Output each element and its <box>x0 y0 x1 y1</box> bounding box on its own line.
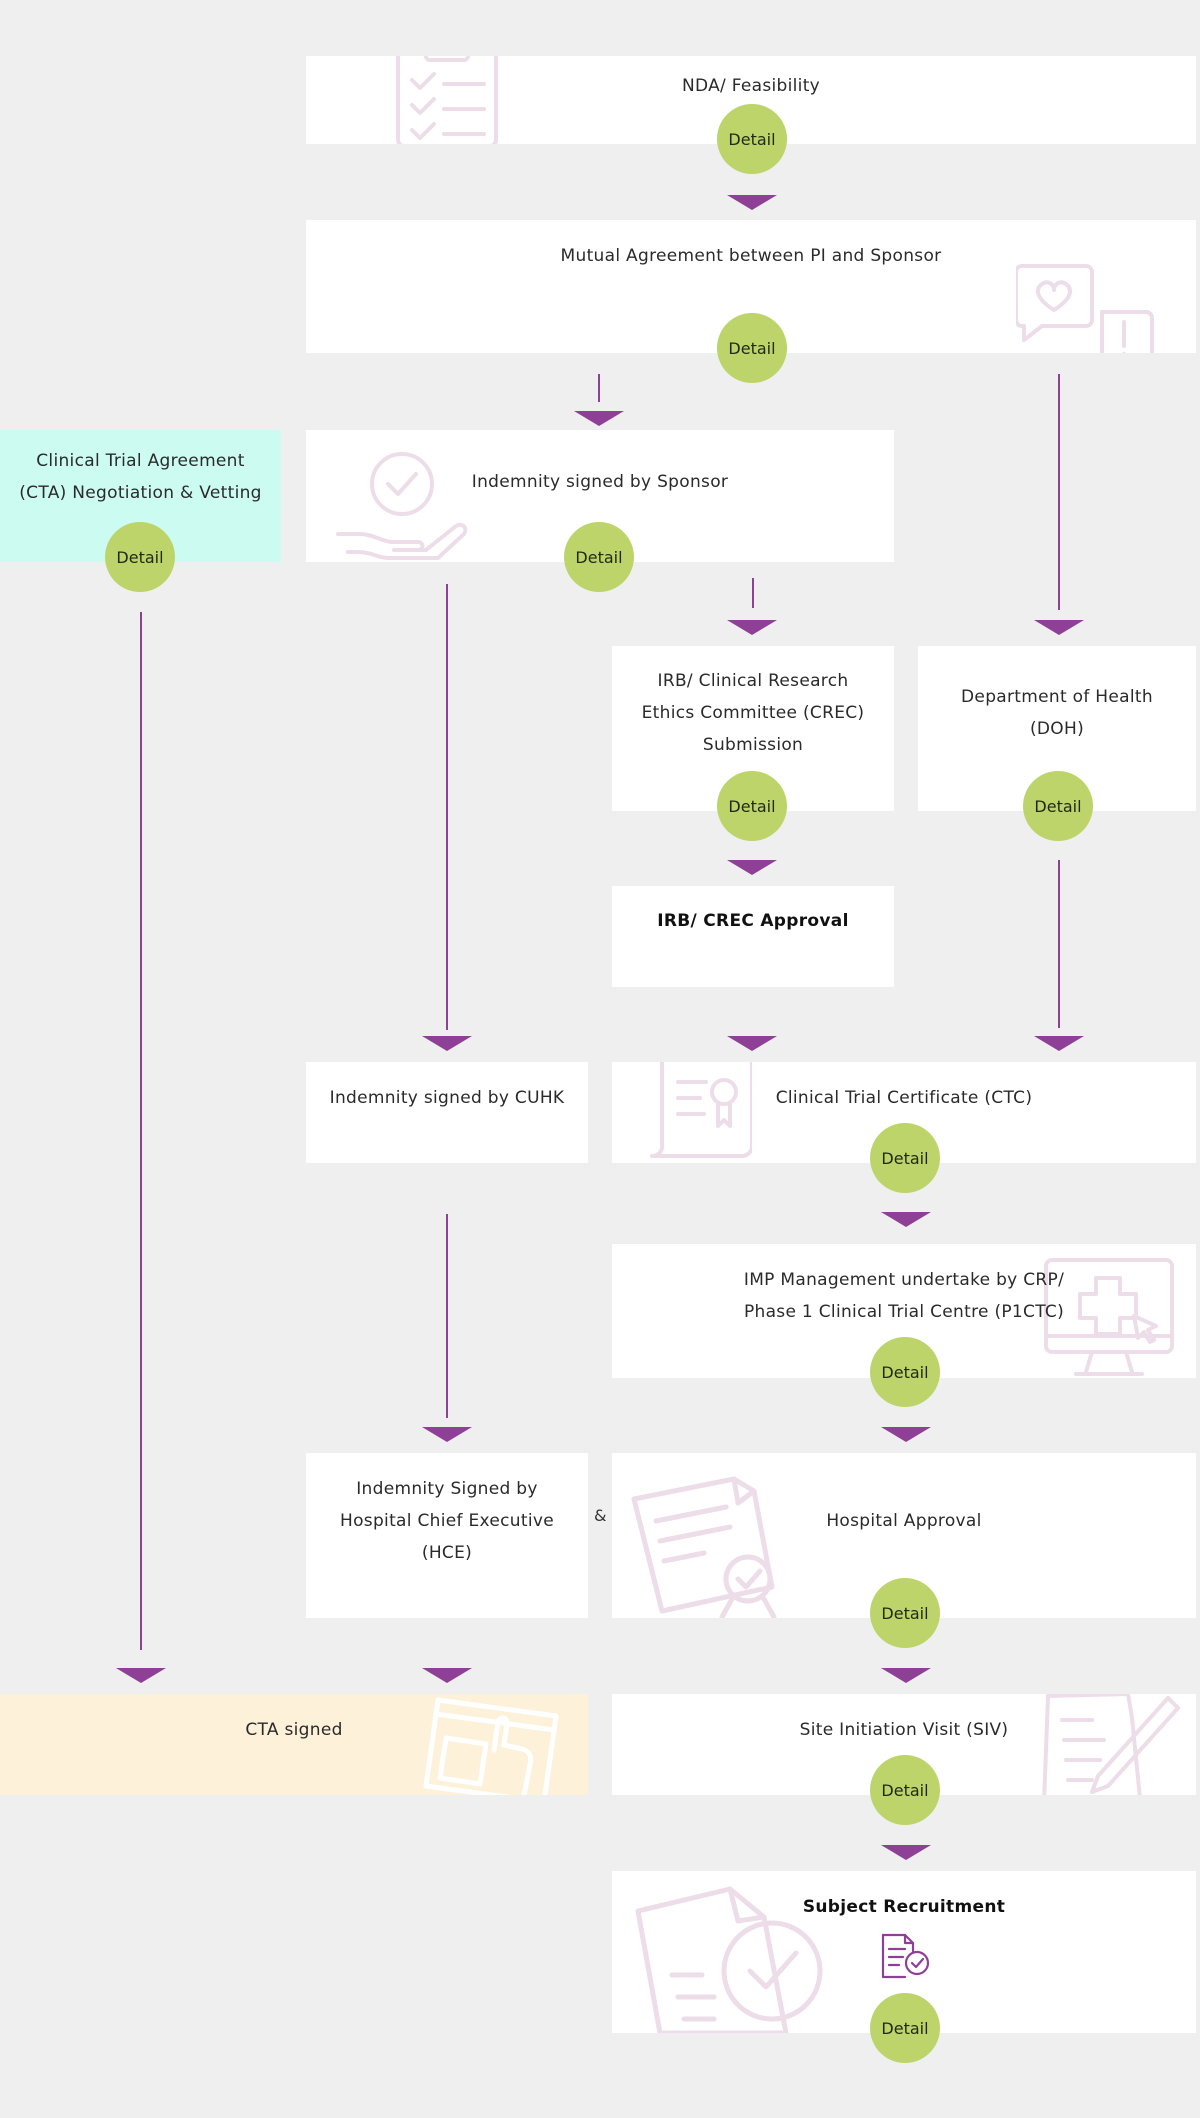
flow-arrow <box>881 1845 931 1860</box>
flow-line <box>140 612 142 1650</box>
flow-arrow <box>116 1668 166 1683</box>
flow-line <box>598 374 600 402</box>
irb-submission-detail-button[interactable]: Detail <box>717 771 787 841</box>
document-pen-icon <box>1042 1694 1180 1795</box>
flow-line <box>1058 860 1060 1028</box>
mutual-agreement-label: Mutual Agreement between PI and Sponsor <box>560 246 942 266</box>
flow-arrow <box>881 1427 931 1442</box>
ctc-detail-button[interactable]: Detail <box>870 1123 940 1193</box>
ampersand: & <box>594 1506 607 1525</box>
cta-label-line2: (CTA) Negotiation & Vetting <box>19 483 262 503</box>
certificate-icon <box>650 1062 752 1158</box>
flow-line <box>1058 374 1060 610</box>
flow-line <box>446 584 448 1030</box>
flow-arrow <box>574 411 624 426</box>
flow-arrow <box>422 1036 472 1051</box>
clipboard-icon <box>396 56 498 144</box>
imp-line1: IMP Management undertake by CRP/ <box>743 1270 1065 1290</box>
doh-line2: (DOH) <box>1029 719 1085 739</box>
chat-alert-icon <box>1016 264 1154 353</box>
doh-detail-button[interactable]: Detail <box>1023 771 1093 841</box>
hospital-approval-label: Hospital Approval <box>826 1511 982 1531</box>
nda-label: NDA/ Feasibility <box>681 76 821 96</box>
flow-arrow <box>1034 1036 1084 1051</box>
flow-line <box>446 1214 448 1418</box>
subject-recruitment-label: Subject Recruitment <box>802 1897 1006 1917</box>
indemnity-sponsor-detail-button[interactable]: Detail <box>564 522 634 592</box>
hospital-approval-detail-button[interactable]: Detail <box>870 1578 940 1648</box>
indemnity-cuhk-label: Indemnity signed by CUHK <box>329 1088 565 1108</box>
flow-arrow <box>1034 620 1084 635</box>
irb-approval-label: IRB/ CREC Approval <box>657 911 849 931</box>
cta-signed-label: CTA signed <box>245 1720 343 1740</box>
recruitment-form-icon <box>881 1933 930 1979</box>
flow-line <box>752 578 754 608</box>
cta-label-line1: Clinical Trial Agreement <box>36 451 245 471</box>
flow-arrow <box>727 620 777 635</box>
document-check-icon <box>635 1886 823 2033</box>
indemnity-sponsor-label: Indemnity signed by Sponsor <box>471 472 729 492</box>
siv-detail-button[interactable]: Detail <box>870 1755 940 1825</box>
siv-label: Site Initiation Visit (SIV) <box>799 1720 1009 1740</box>
irb-submission-line3: Submission <box>702 735 804 755</box>
approval-document-icon <box>631 1476 777 1618</box>
ctc-label: Clinical Trial Certificate (CTC) <box>775 1088 1033 1108</box>
imp-line2: Phase 1 Clinical Trial Centre (P1CTC) <box>743 1302 1065 1322</box>
cta-detail-button[interactable]: Detail <box>105 522 175 592</box>
subject-recruitment-detail-button[interactable]: Detail <box>870 1993 940 2063</box>
medical-monitor-icon <box>1044 1258 1174 1376</box>
flow-arrow <box>727 195 777 210</box>
browser-click-icon <box>423 1697 559 1795</box>
nda-detail-button[interactable]: Detail <box>717 104 787 174</box>
flow-arrow <box>422 1668 472 1683</box>
irb-submission-line1: IRB/ Clinical Research <box>657 671 849 691</box>
indemnity-hce-line3: (HCE) <box>421 1543 473 1563</box>
indemnity-hce-line1: Indemnity Signed by <box>356 1479 538 1499</box>
flow-arrow <box>727 860 777 875</box>
indemnity-hce-line2: Hospital Chief Executive <box>340 1511 554 1531</box>
hand-check-icon <box>336 452 468 560</box>
doh-line1: Department of Health <box>961 687 1153 707</box>
step-irb-approval: IRB/ CREC Approval <box>612 886 894 987</box>
flow-arrow <box>881 1668 931 1683</box>
irb-submission-line2: Ethics Committee (CREC) <box>641 703 865 723</box>
flow-arrow <box>727 1036 777 1051</box>
step-indemnity-cuhk: Indemnity signed by CUHK <box>306 1062 588 1163</box>
step-cta-signed: CTA signed <box>0 1694 588 1795</box>
imp-detail-button[interactable]: Detail <box>870 1337 940 1407</box>
mutual-agreement-detail-button[interactable]: Detail <box>717 313 787 383</box>
flow-arrow <box>881 1212 931 1227</box>
step-indemnity-hce: Indemnity Signed by Hospital Chief Execu… <box>306 1453 588 1618</box>
flow-arrow <box>422 1427 472 1442</box>
